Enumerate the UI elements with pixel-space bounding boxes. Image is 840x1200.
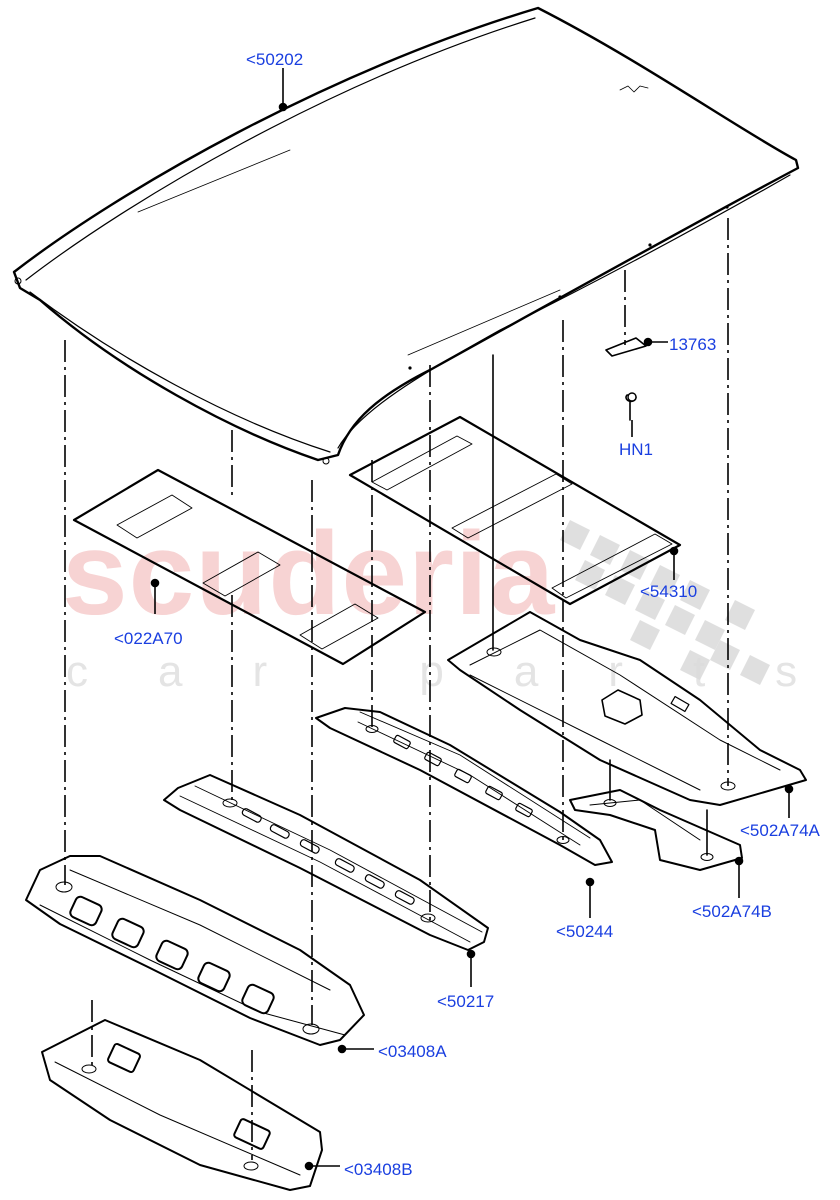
- callout-front-roof-insulation[interactable]: <022A70: [114, 629, 183, 648]
- callout-roof-bow-rear[interactable]: <50244: [556, 922, 614, 941]
- roof-panel-art: [12, 6, 800, 465]
- callout-bracket-fastener[interactable]: HN1: [619, 440, 654, 459]
- callout-roof-panel[interactable]: <50202: [246, 50, 304, 69]
- callout-rear-roof-insulation[interactable]: <54310: [640, 582, 698, 601]
- callout-windscreen-header-b[interactable]: <03408B: [344, 1160, 413, 1179]
- rear-header-panel-b-art: [569, 789, 743, 871]
- callout-roof-bracket[interactable]: 13763: [669, 335, 717, 354]
- rear-roof-insulation-art: [348, 415, 682, 606]
- rear-header-panel-a-art: [447, 611, 807, 806]
- roof-bracket-art: [605, 337, 647, 421]
- front-roof-insulation-art: [72, 468, 427, 666]
- alignment-lines: [64, 218, 729, 1160]
- callout-rear-header-panel-b[interactable]: <502A74B: [692, 902, 772, 921]
- callout-roof-bow-center[interactable]: <50217: [437, 992, 495, 1011]
- watermark-subtitle: car parts: [66, 647, 840, 696]
- windscreen-header-a-art: [25, 855, 365, 1046]
- roof-bow-center-art: [163, 774, 489, 951]
- checkered-flag-watermark: [560, 520, 770, 685]
- watermark-brand: scuderia: [62, 508, 556, 640]
- windscreen-header-b-art: [41, 1019, 323, 1191]
- callout-windscreen-header-a[interactable]: <03408A: [378, 1042, 447, 1061]
- roof-bow-rear-art: [315, 707, 613, 866]
- callout-rear-header-panel-a[interactable]: <502A74A: [740, 821, 820, 840]
- leader-lines: [150, 68, 794, 1171]
